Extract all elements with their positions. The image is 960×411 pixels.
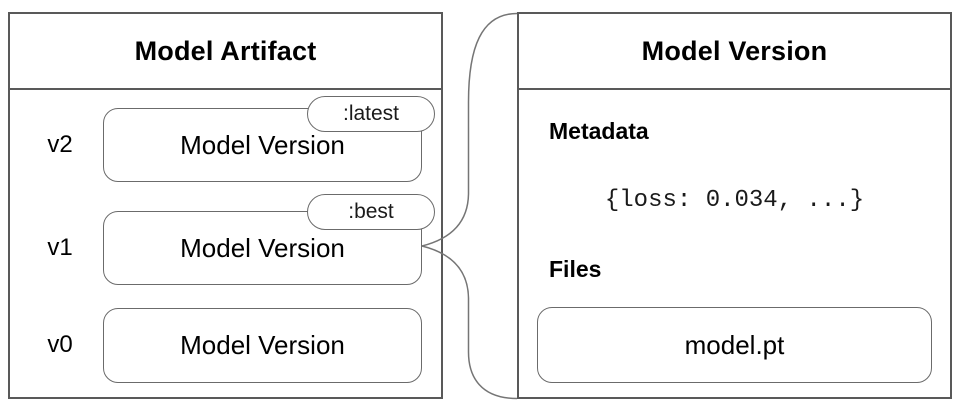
version-label-v0: v0 <box>47 331 73 358</box>
alias-tag-latest: :latest <box>307 96 435 132</box>
metadata-value: {loss: 0.034, ...} <box>604 187 865 214</box>
files-heading: Files <box>549 256 602 282</box>
file-name: model.pt <box>684 329 785 360</box>
version-label-v2: v2 <box>47 131 73 158</box>
metadata-heading: Metadata <box>549 118 649 144</box>
model-version-box-v1: Model Version <box>103 211 422 285</box>
model-version-title: Model Version <box>519 14 950 90</box>
model-version-box-v0-label: Model Version <box>180 330 345 360</box>
file-box: model.pt <box>537 307 932 383</box>
model-artifact-title: Model Artifact <box>10 14 441 90</box>
model-version-box-v2-label: Model Version <box>180 129 345 160</box>
version-label-v1: v1 <box>47 234 73 261</box>
model-version-box-v0: Model Version <box>103 308 422 383</box>
model-version-box-v1-label: Model Version <box>180 232 345 263</box>
alias-tag-best: :best <box>307 194 435 230</box>
